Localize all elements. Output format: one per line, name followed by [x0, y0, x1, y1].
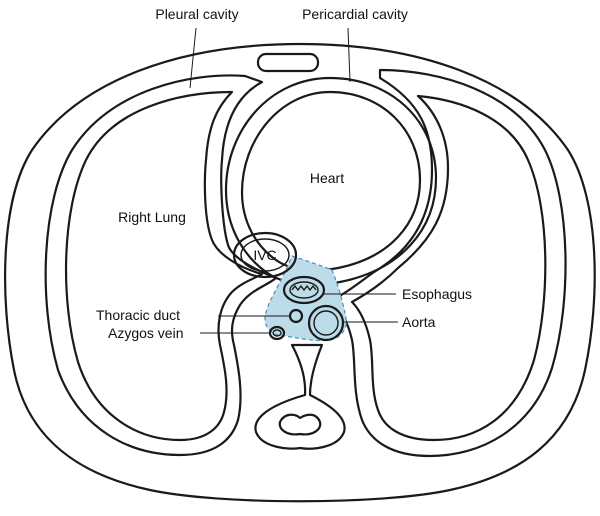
label-thoracic-duct: Thoracic duct: [96, 307, 180, 323]
left-pleural-cavity: [330, 68, 567, 458]
right-lung: [64, 90, 264, 442]
left-lung: [350, 94, 547, 442]
right-pleural-cavity: [44, 74, 278, 457]
label-esophagus: Esophagus: [402, 286, 472, 302]
label-pericardial-cavity: Pericardial cavity: [302, 6, 408, 22]
ivc-lumen: [240, 238, 290, 272]
aorta-vessel: [307, 304, 345, 342]
aorta-lumen: [313, 310, 339, 336]
ivc-vessel: [232, 231, 298, 279]
label-heart: Heart: [310, 170, 344, 186]
sternum: [256, 52, 320, 73]
leader-pleural-cavity: [189, 27, 197, 89]
vertebral-column: [254, 343, 346, 450]
label-aorta: Aorta: [402, 314, 436, 330]
esophagus: [282, 275, 326, 305]
azygos-lumen: [272, 329, 282, 337]
label-right-lung: Right Lung: [118, 209, 186, 225]
ivc-label: IVC: [253, 247, 276, 263]
body-wall-outer: [4, 42, 596, 503]
label-azygos-vein: Azygos vein: [108, 325, 183, 341]
esophagus-lumen: [289, 281, 319, 299]
leader-pericardial-cavity: [347, 27, 351, 83]
vertebral-foramen: [278, 413, 322, 436]
esophagus-mucosa: [291, 284, 317, 292]
label-pleural-cavity: Pleural cavity: [155, 6, 238, 22]
